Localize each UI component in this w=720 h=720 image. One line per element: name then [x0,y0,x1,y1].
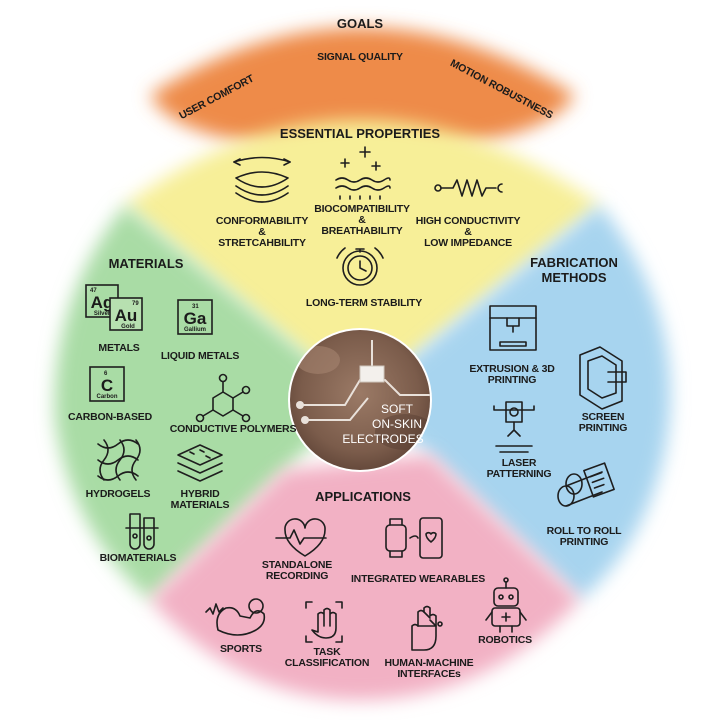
prop-conformability-line-2: & [258,226,266,238]
fab-extrusion-line-1: EXTRUSION & 3D [469,363,555,375]
laser-icon [493,401,535,453]
fabrication-title-line-1: FABRICATION [530,255,618,270]
fab-laser-line-2: PATTERNING [487,468,552,480]
c-number: 6 [104,371,108,377]
prop-conformability-line-1: CONFORMABILITY [216,215,308,227]
center-electrode-photo: SOFT ON-SKIN ELECTRODES [288,328,432,472]
mat-liquid-metals: LIQUID METALS [161,350,239,362]
fabrication-title-line-2: METHODS [542,270,607,285]
applications-section: APPLICATIONS STANDALONE RECORDING INTEGR… [205,489,532,680]
prop-stability: LONG-TERM STABILITY [306,297,422,309]
hydrogel-mesh-icon [97,439,141,481]
goals-arc-band [150,27,575,150]
fab-roll-line-1: ROLL TO ROLL [547,525,623,537]
silver-gold-elements-icon: 47 Ag Silver 79 Au Gold [85,284,143,331]
mat-hybrid-line-1: HYBRID [180,488,220,500]
ga-number: 31 [192,304,199,310]
app-robotics: ROBOTICS [478,634,532,646]
center-label-line-1: SOFT [381,402,414,416]
ag-symbol: Ag [91,293,114,312]
app-wearables: INTEGRATED WEARABLES [351,573,485,585]
materials-title: MATERIALS [109,256,184,271]
fab-extrusion-line-2: PRINTING [488,374,537,386]
ag-number: 47 [90,288,97,294]
hybrid-layers-icon [177,444,223,482]
molecule-icon [195,373,251,423]
center-label-line-2: ON-SKIN [372,417,422,431]
app-task-line-2: CLASSIFICATION [285,657,370,669]
au-symbol: Au [115,306,138,325]
materials-section: MATERIALS 47 Ag Silver 79 Au Gold METALS… [68,256,297,564]
applications-sector [150,455,580,700]
properties-section: ESSENTIAL PROPERTIES CONFORMABILITY & ST… [216,126,521,309]
c-name: Carbon [97,394,118,400]
mat-conductive-polymers: CONDUCTIVE POLYMERS [170,423,297,435]
au-number: 79 [132,301,139,307]
prop-conductivity-line-3: LOW IMPEDANCE [424,237,512,249]
app-standalone-line-1: STANDALONE [262,559,332,571]
carbon-element-icon: 6 C Carbon [89,366,125,402]
mat-biomaterials: BIOMATERIALS [100,552,177,564]
smartwatch-phone-icon [385,517,443,559]
app-hmi-line-2: INTERFACEs [397,668,461,680]
fabrication-section: FABRICATION METHODS EXTRUSION & 3D PRINT… [469,255,627,548]
robot-icon [485,577,527,633]
app-standalone-line-2: RECORDING [266,570,328,582]
prop-biocompatibility-line-3: BREATHABILITY [321,225,402,237]
gallium-element-icon: 31 Ga Gallium [177,299,213,335]
prop-biocompatibility-line-2: & [358,214,366,226]
test-tubes-icon [125,513,159,550]
stopwatch-icon [336,247,384,286]
ag-name: Silver [94,311,111,317]
prop-conductivity-line-1: HIGH CONDUCTIVITY [416,215,521,227]
goals-title: GOALS [337,16,384,31]
stretch-layers-icon [233,156,291,203]
applications-title: APPLICATIONS [315,489,411,504]
ga-name: Gallium [184,327,206,333]
properties-title: ESSENTIAL PROPERTIES [280,126,440,141]
app-hmi-line-1: HUMAN-MACHINE [385,657,474,669]
center-label-line-3: ELECTRODES [342,432,423,446]
mat-metals: METALS [98,342,139,354]
resistor-icon [434,179,503,197]
app-sports: SPORTS [220,643,262,655]
goal-signal-quality: SIGNAL QUALITY [317,51,403,63]
prop-conductivity-line-2: & [464,226,472,238]
mat-hydrogels: HYDROGELS [86,488,151,500]
robotic-hand-icon [411,605,443,651]
arm-muscle-icon [205,598,266,636]
prop-conformability-line-3: STRETCAHBILITY [218,237,306,249]
screen-printing-icon [579,346,627,410]
heart-pulse-icon [275,518,327,557]
hand-gesture-icon [305,601,343,643]
c-symbol: C [101,376,113,395]
mat-hybrid-line-2: MATERIALS [171,499,230,511]
fab-screen-line-1: SCREEN [582,411,625,423]
app-task-line-1: TASK [313,646,341,658]
biocompatibility-icon [335,146,391,200]
prop-biocompatibility-line-1: BIOCOMPATIBILITY [314,203,410,215]
fab-roll-line-2: PRINTING [560,536,609,548]
ga-symbol: Ga [184,309,207,328]
fab-laser-line-1: LASER [502,457,537,469]
roll-to-roll-icon [557,462,615,507]
mat-carbon: CARBON-BASED [68,411,153,423]
fab-screen-line-2: PRINTING [579,422,628,434]
au-name: Gold [121,324,135,330]
3d-printer-icon [489,305,537,351]
